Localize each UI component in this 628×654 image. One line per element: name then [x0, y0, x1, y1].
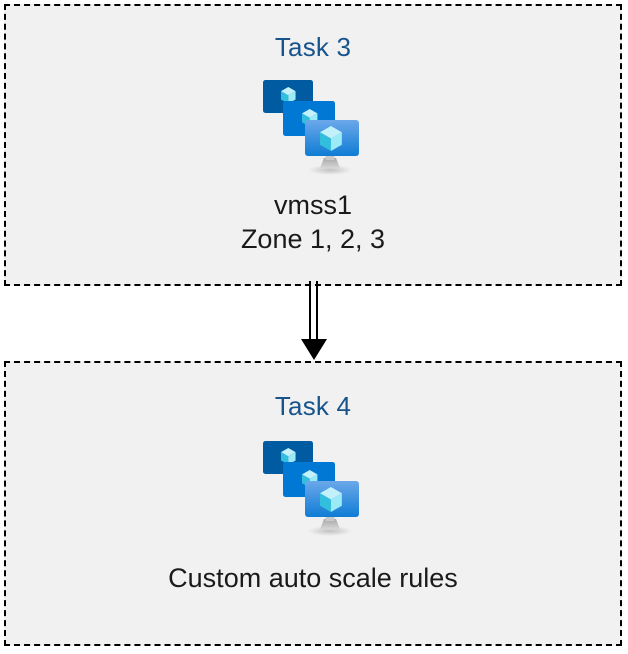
- caption-zones: Zone 1, 2, 3: [240, 224, 386, 254]
- virtual-machine-scale-set-icon: [261, 437, 365, 537]
- caption-block-task3: vmss1 Zone 1, 2, 3: [241, 188, 385, 256]
- task-box-task4[interactable]: Task 4: [4, 361, 622, 646]
- caption-autoscale-rules: Custom auto scale rules: [168, 563, 458, 593]
- task-box-task3[interactable]: Task 3: [4, 4, 622, 286]
- caption-block-task4: Custom auto scale rules: [168, 561, 458, 595]
- arrow-task3-to-task4: [296, 281, 332, 361]
- virtual-machine-scale-set-icon: [261, 76, 365, 176]
- task-title-task4: Task 4: [274, 391, 352, 421]
- task-title-task3: Task 3: [274, 32, 352, 62]
- caption-vmss-name: vmss1: [273, 190, 352, 220]
